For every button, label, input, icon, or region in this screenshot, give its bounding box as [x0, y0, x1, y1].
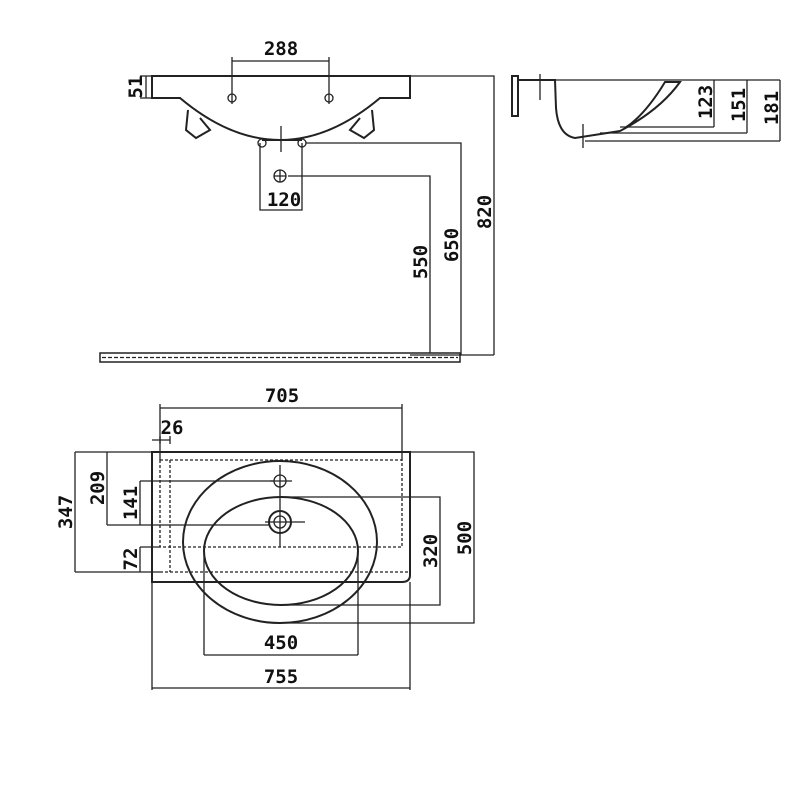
dim-820: 820 [474, 195, 496, 229]
dim-550: 550 [410, 245, 432, 279]
dim-26: 26 [161, 417, 184, 439]
dim-705: 705 [265, 385, 299, 407]
dim-320: 320 [420, 534, 442, 568]
cabinet-outline [159, 459, 410, 573]
side-view: 123 151 181 [511, 74, 783, 148]
dim-123: 123 [695, 85, 717, 119]
basin-top-outline [150, 451, 411, 583]
dim-151: 151 [728, 88, 750, 122]
basin-side-profile [518, 79, 682, 140]
dim-450: 450 [264, 632, 298, 654]
dim-72: 72 [120, 548, 142, 571]
dim-120: 120 [267, 189, 301, 211]
front-view: 288 51 120 550 650 820 [99, 38, 496, 363]
dim-141: 141 [120, 486, 142, 520]
right-leg [348, 109, 376, 140]
dim-288: 288 [264, 38, 298, 60]
dim-347: 347 [55, 495, 77, 529]
dim-209: 209 [87, 471, 109, 505]
dim-755: 755 [264, 666, 298, 688]
left-leg [184, 109, 212, 140]
dim-650: 650 [441, 228, 463, 262]
dim-181: 181 [761, 91, 783, 125]
dim-51: 51 [125, 76, 147, 99]
inner-bowl [203, 496, 359, 606]
dim-500: 500 [454, 521, 476, 555]
top-view: 705 26 347 209 141 72 320 500 450 755 [55, 385, 476, 690]
wall-mount [511, 75, 519, 117]
